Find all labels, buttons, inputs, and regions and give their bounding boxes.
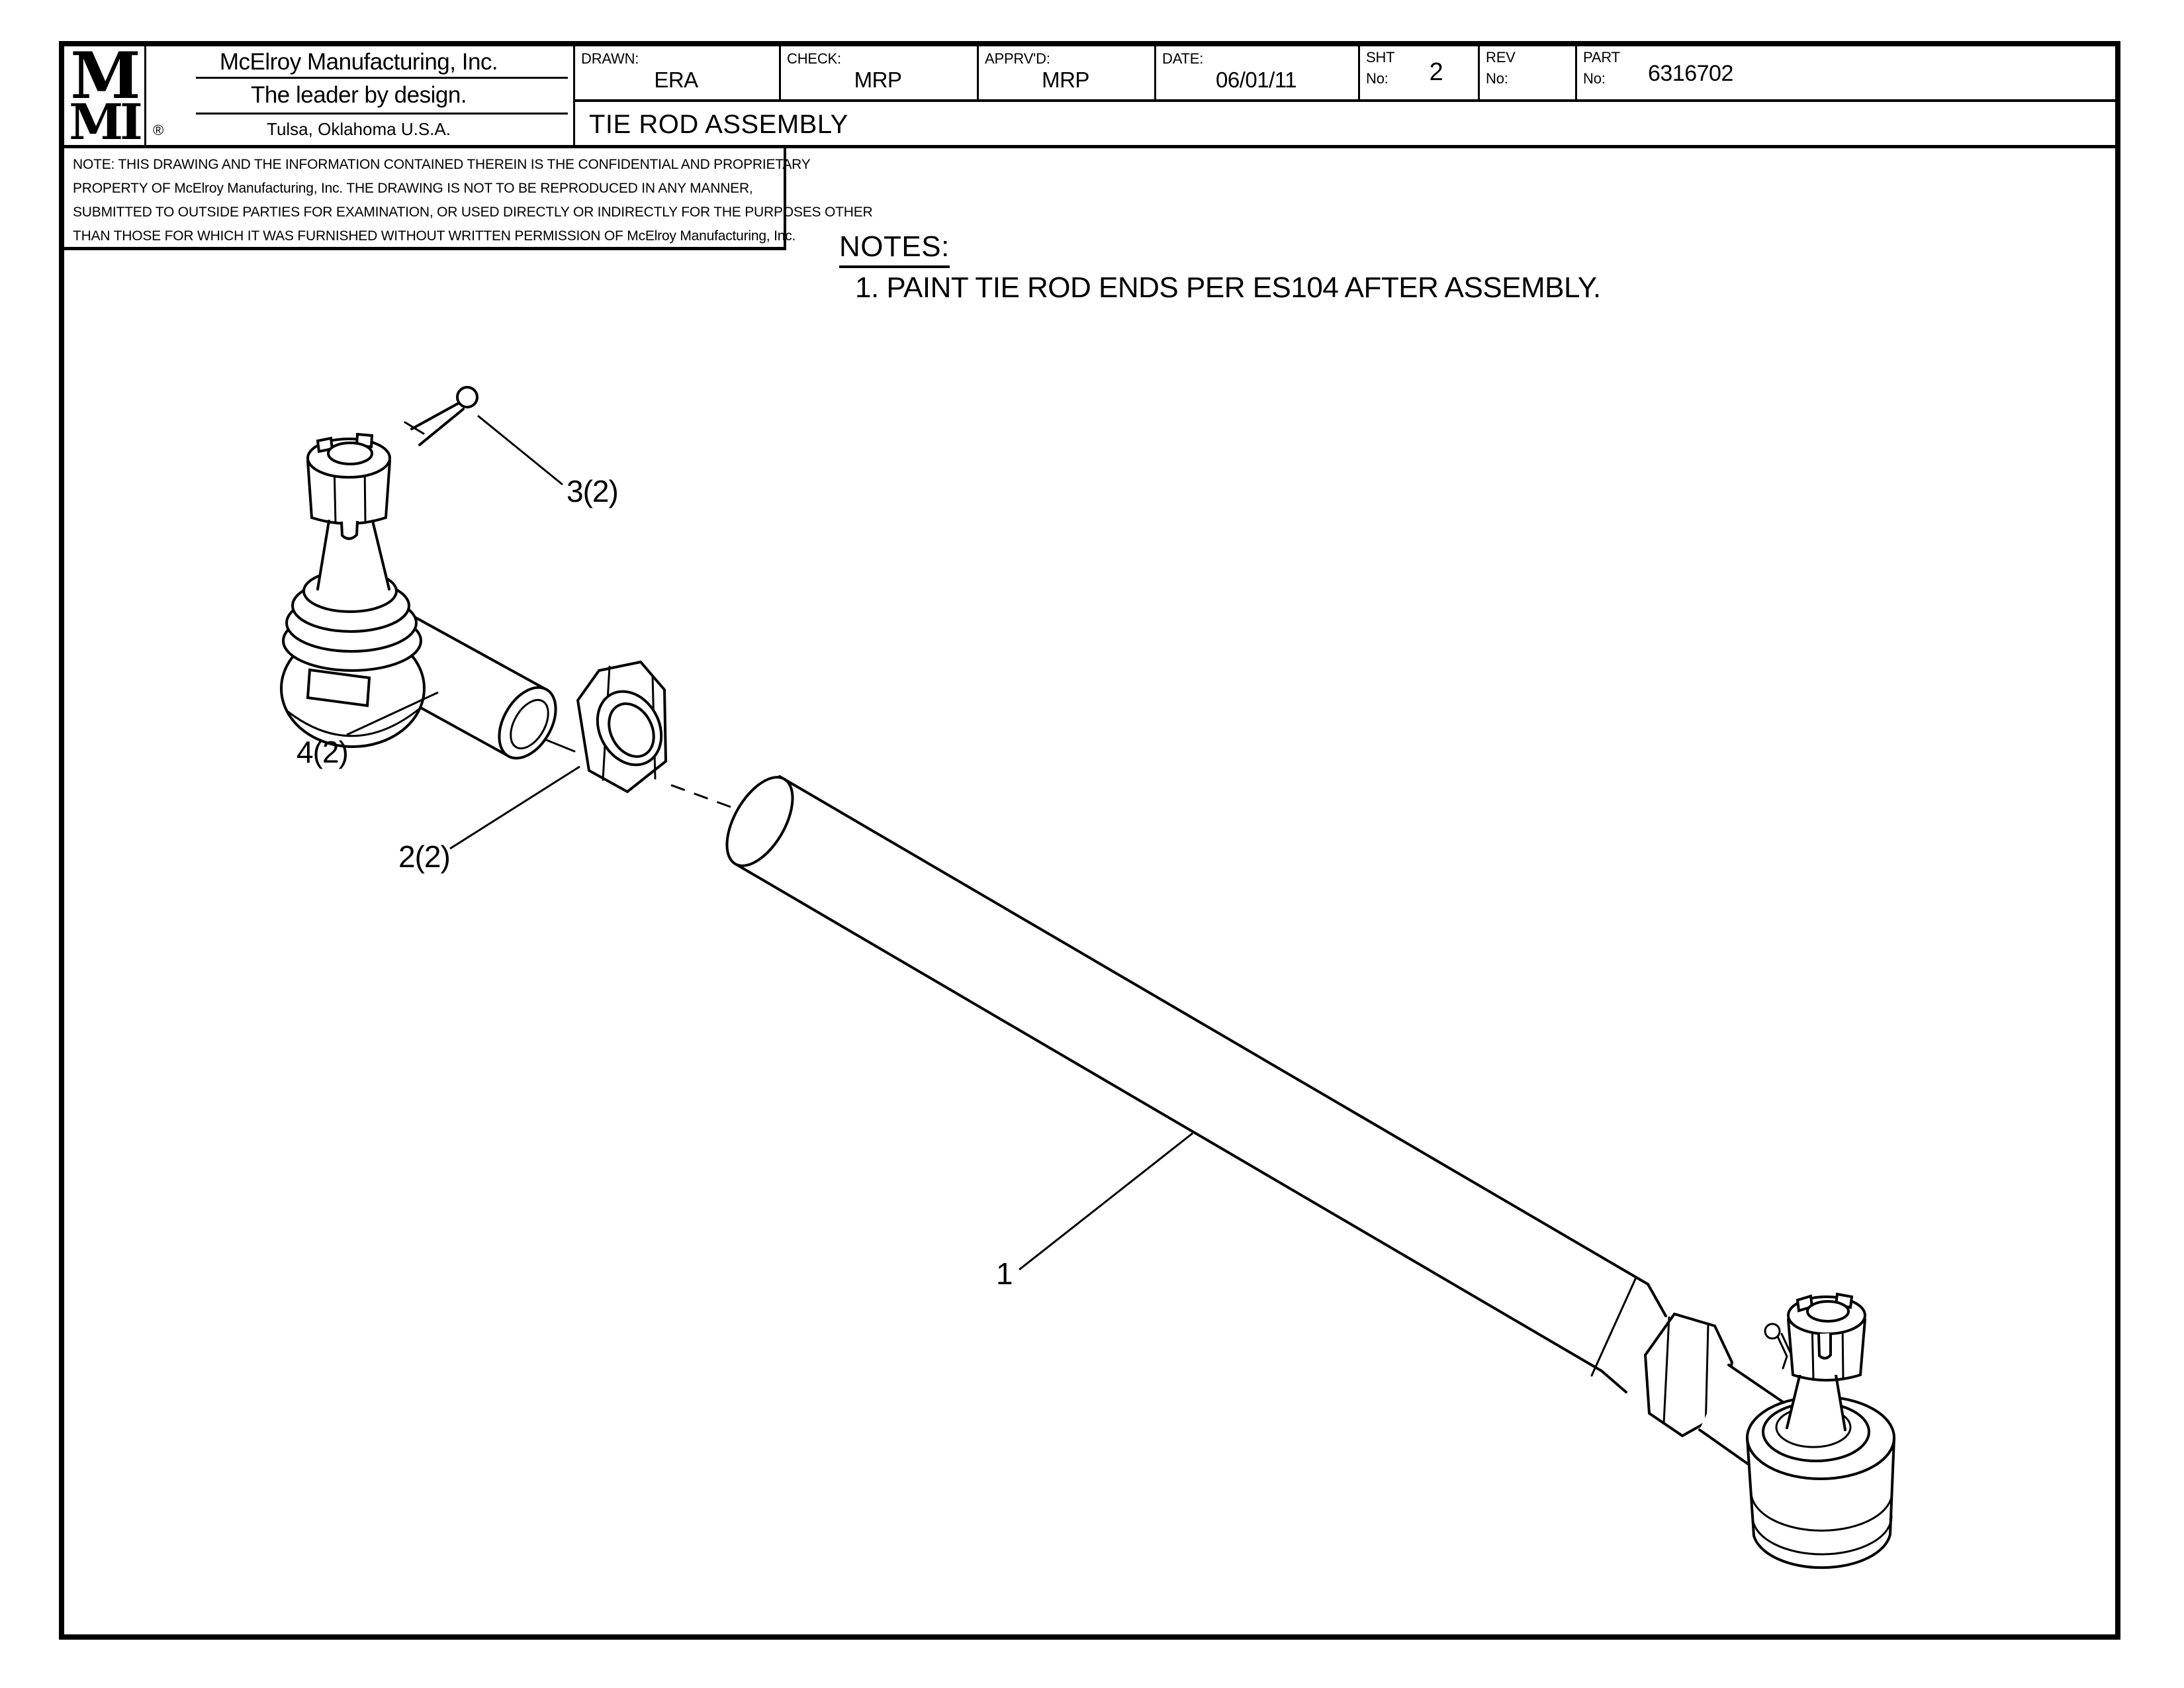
company-tagline: The leader by design. xyxy=(250,82,467,108)
company-location: Tulsa, Oklahoma U.S.A. xyxy=(267,119,451,139)
titleblock-vline-rev xyxy=(1478,46,1480,101)
dust-boot-rings xyxy=(282,569,422,672)
conf-note-line: PROPERTY OF McElroy Manufacturing, Inc. … xyxy=(73,181,753,196)
leader-jam-nut xyxy=(449,765,580,850)
leader-cotter-pin xyxy=(477,414,563,486)
logo-letter-m: M xyxy=(70,38,140,114)
tie-rod-tube xyxy=(725,775,1667,1393)
conf-note-line: THAN THOSE FOR WHICH IT WAS FURNISHED WI… xyxy=(73,228,796,244)
callout-tie-rod-end: 4(2) xyxy=(296,735,348,769)
field-label-apprvd: APPRV'D: xyxy=(985,50,1050,67)
titleblock-vline-apprvd xyxy=(977,46,979,101)
jam-nut-left xyxy=(576,660,668,794)
field-label-check: CHECK: xyxy=(787,50,841,67)
company-separator-2 xyxy=(196,113,568,115)
stud-right xyxy=(1786,1372,1846,1431)
field-label-sht: SHT xyxy=(1366,49,1395,66)
conf-note-line: SUBMITTED TO OUTSIDE PARTIES FOR EXAMINA… xyxy=(73,205,873,220)
tie-rod-end-left xyxy=(280,432,557,760)
callout-jam-nut: 2(2) xyxy=(398,839,450,874)
titleblock-vline-sht xyxy=(1358,46,1360,101)
titleblock-vline-company xyxy=(573,46,575,147)
titleblock-vline-logo xyxy=(144,46,146,147)
field-value-apprvd: MRP xyxy=(1042,68,1089,92)
company-separator-1 xyxy=(196,77,568,79)
field-label-drawn: DRAWN: xyxy=(581,50,639,67)
confidentiality-note: NOTE: THIS DRAWING AND THE INFORMATION C… xyxy=(73,153,873,248)
drawing-title: TIE ROD ASSEMBLY xyxy=(589,110,848,139)
leader-tie-rod-end xyxy=(346,691,439,736)
field-value-sht: 2 xyxy=(1429,58,1443,86)
notes-heading: NOTES: xyxy=(839,230,950,268)
field-value-date: 06/01/11 xyxy=(1215,68,1297,92)
tie-rod-end-right xyxy=(1643,1292,1895,1570)
sheet-border xyxy=(59,41,2120,1640)
titleblock-hline-bottom xyxy=(64,145,2120,148)
field-label-rev: REV xyxy=(1486,49,1516,66)
callout-cotter-pin: 3(2) xyxy=(567,474,618,508)
field-label-date: DATE: xyxy=(1162,50,1204,67)
castle-nut-right xyxy=(1764,1292,1866,1382)
field-value-drawn: ERA xyxy=(654,68,698,92)
noteblock-right-border xyxy=(784,148,786,250)
noteblock-bottom-border xyxy=(64,247,786,250)
ball-stud xyxy=(316,520,390,590)
field-value-check: MRP xyxy=(854,68,902,92)
titleblock-vline-part xyxy=(1575,46,1577,101)
field-label-rev-no: No: xyxy=(1486,70,1508,87)
cotter-pin-installed xyxy=(1764,1323,1792,1370)
field-value-part: 6316702 xyxy=(1648,61,1733,86)
castle-nut-left xyxy=(306,432,391,540)
field-label-sht-no: No: xyxy=(1366,70,1388,87)
conf-note-line: NOTE: THIS DRAWING AND THE INFORMATION C… xyxy=(73,157,811,172)
registered-trademark-icon: ® xyxy=(153,122,164,138)
company-name: McElroy Manufacturing, Inc. xyxy=(219,49,498,75)
logo-letters-mi: MI xyxy=(69,94,143,152)
field-label-part: PART xyxy=(1583,49,1620,66)
titleblock-vline-date xyxy=(1154,46,1156,101)
field-label-part-no: No: xyxy=(1583,70,1606,87)
titleblock-hline-fields-bottom xyxy=(573,99,2120,102)
mcelroy-logo: M MI xyxy=(64,38,144,152)
titleblock-vline-check xyxy=(779,46,781,101)
cotter-pin xyxy=(404,386,478,446)
callout-tube: 1 xyxy=(996,1256,1013,1291)
notes-item-1: 1. PAINT TIE ROD ENDS PER ES104 AFTER AS… xyxy=(855,271,1601,304)
leader-lines xyxy=(346,414,1193,1271)
leader-tube xyxy=(1019,1132,1193,1271)
